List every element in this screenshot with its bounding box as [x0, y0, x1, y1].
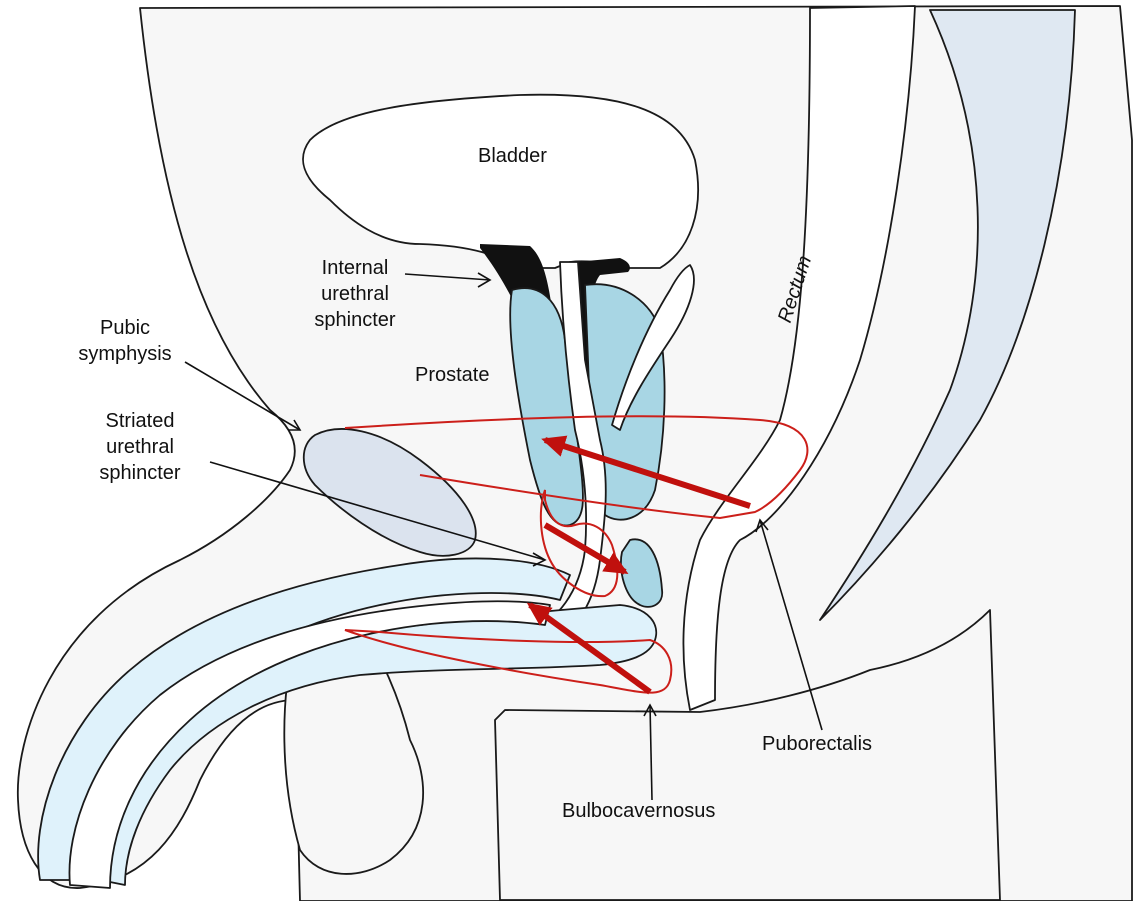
label-puborectalis: Puborectalis — [762, 731, 872, 757]
label-bladder: Bladder — [478, 143, 547, 169]
label-internal-sphincter: Internal urethral sphincter — [300, 255, 410, 333]
label-prostate: Prostate — [415, 362, 489, 388]
label-bulbocavernosus: Bulbocavernosus — [562, 798, 715, 824]
label-pubic-symphysis: Pubic symphysis — [65, 315, 185, 367]
label-striated-sphincter: Striated urethral sphincter — [80, 408, 200, 486]
